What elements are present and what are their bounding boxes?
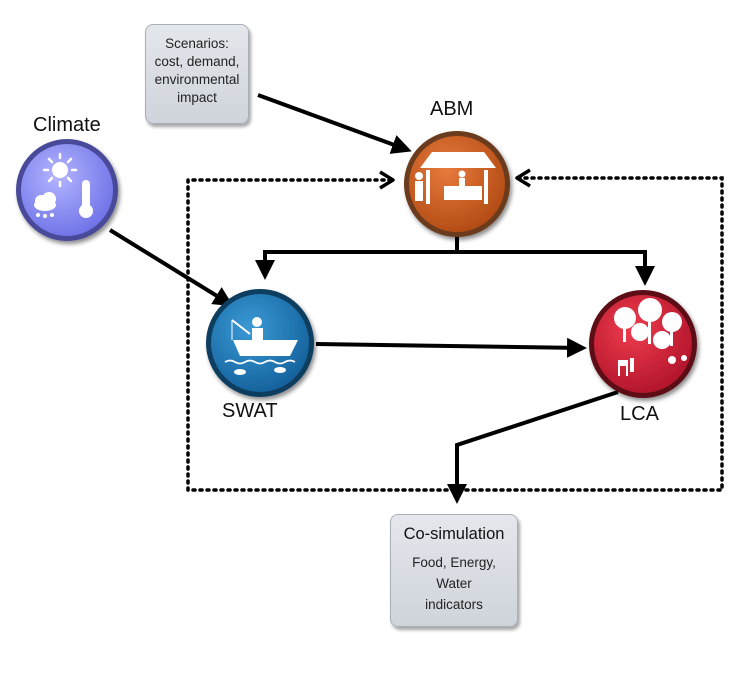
fishing-boat-icon xyxy=(224,317,298,375)
scenarios-line-1: Scenarios: xyxy=(165,36,229,51)
cosimulation-box: Co-simulation Food, Energy, Water indica… xyxy=(390,514,518,627)
feedback-arrowhead-right xyxy=(515,168,531,188)
arrow-climate-to-swat xyxy=(108,228,234,307)
climate-label: Climate xyxy=(33,114,101,136)
climate-node xyxy=(16,139,118,241)
lca-label: LCA xyxy=(620,403,659,425)
arrow-swat-to-lca xyxy=(315,337,587,358)
arrow-lca-to-cosimulation xyxy=(447,390,619,504)
arrow-scenarios-to-abm xyxy=(257,93,412,154)
cosimulation-title: Co-simulation xyxy=(403,525,505,543)
cosimulation-line-3: indicators xyxy=(425,597,483,612)
market-stall-icon xyxy=(415,152,496,204)
abm-label: ABM xyxy=(430,98,474,120)
arrow-abm-to-lca xyxy=(457,250,655,286)
cosimulation-line-1: Food, Energy, xyxy=(412,555,496,570)
cosimulation-line-2: Water xyxy=(436,576,472,591)
scenarios-line-2: cost, demand, xyxy=(154,54,240,69)
scenarios-line-3: environmental xyxy=(154,72,240,87)
orchard-animals-icon xyxy=(614,298,687,376)
swat-label: SWAT xyxy=(222,400,278,422)
feedback-arrowhead-left xyxy=(379,170,395,190)
sun-rain-thermometer-icon xyxy=(34,152,93,218)
arrow-abm-split xyxy=(255,236,459,280)
scenarios-line-4: impact xyxy=(177,90,217,105)
scenarios-box: Scenarios: cost, demand, environmental i… xyxy=(145,24,249,124)
